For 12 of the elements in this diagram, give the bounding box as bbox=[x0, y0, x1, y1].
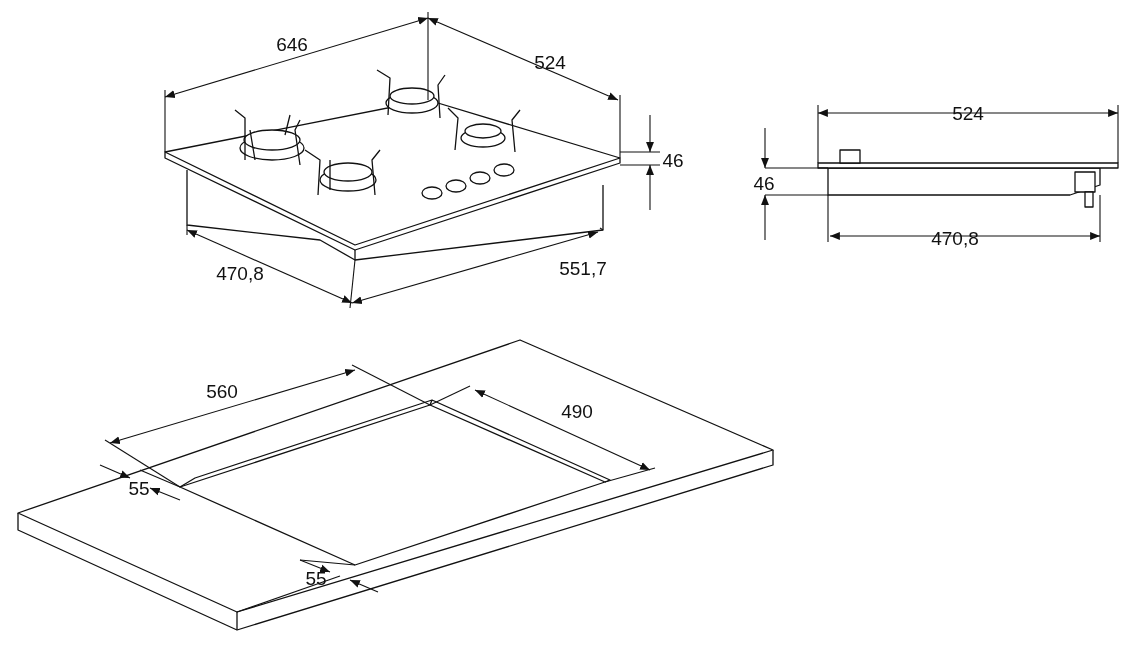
dimension-label: 490 bbox=[561, 401, 593, 421]
dimension-label: 560 bbox=[206, 381, 238, 401]
dimension-label: 646 bbox=[276, 34, 308, 54]
dimension-label: 55 bbox=[128, 478, 150, 498]
dimension-label: 524 bbox=[534, 52, 566, 72]
dimension-label: 470,8 bbox=[931, 228, 979, 248]
dimension-label: 55 bbox=[305, 568, 327, 588]
dimension-label: 470,8 bbox=[216, 263, 264, 283]
dimension-label: 524 bbox=[952, 103, 984, 123]
dimension-label: 551,7 bbox=[559, 258, 607, 278]
dimension-label: 46 bbox=[662, 150, 684, 170]
dimension-label: 46 bbox=[753, 173, 775, 193]
